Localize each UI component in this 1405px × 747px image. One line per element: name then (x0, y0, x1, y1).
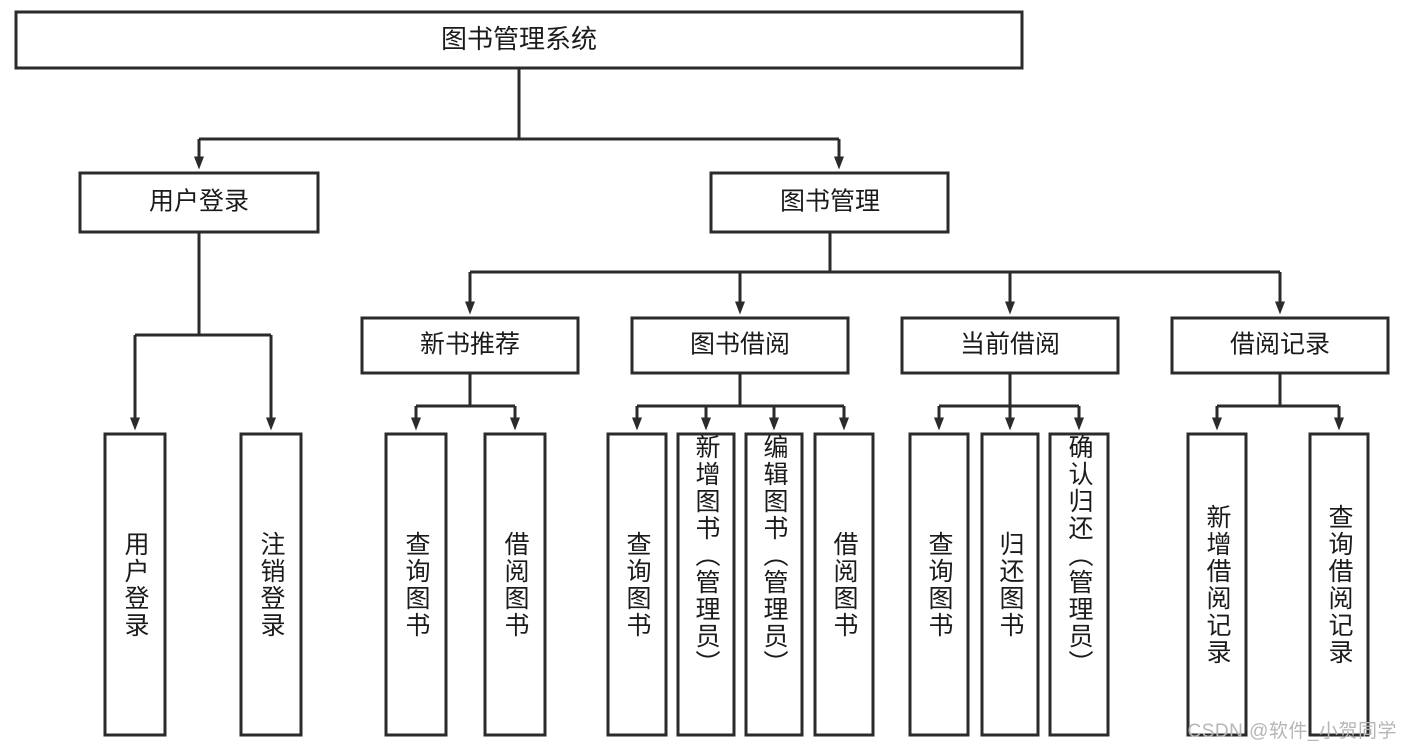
book-manage-box[interactable] (709, 171, 950, 234)
leaf-box-add-book[interactable] (676, 432, 736, 737)
current-borrow-label: 当前借阅 (960, 331, 1060, 359)
borrow-record-box[interactable] (1170, 316, 1390, 375)
node-book-manage[interactable]: 图书管理 (709, 171, 950, 234)
book-manage-label: 图书管理 (780, 188, 880, 216)
leaf-box-query-record[interactable] (1308, 432, 1370, 737)
leaf-box-query-book-2[interactable] (606, 432, 668, 737)
leaf-box-borrow-book-1[interactable] (483, 432, 547, 737)
root-label: 图书管理系统 (441, 24, 597, 54)
leaf-box-return-book[interactable] (980, 432, 1040, 737)
leaf-box-add-record[interactable] (1186, 432, 1248, 737)
node-user-login[interactable]: 用户登录 (78, 171, 320, 234)
user-login-label: 用户登录 (149, 188, 249, 216)
current-borrow-box[interactable] (900, 316, 1120, 375)
leaf-box-logout-login[interactable] (239, 432, 303, 737)
node-book-borrow[interactable]: 图书借阅 (630, 316, 850, 375)
book-borrow-label: 图书借阅 (690, 331, 790, 359)
leaf-box-confirm-return[interactable] (1048, 432, 1110, 737)
node-root[interactable]: 图书管理系统 (14, 10, 1024, 70)
csdn-watermark: CSDN @软件_小贺同学 (1187, 721, 1397, 742)
root-box[interactable] (14, 10, 1024, 70)
book-borrow-box[interactable] (630, 316, 850, 375)
leaf-box-borrow-book-2[interactable] (813, 432, 875, 737)
borrow-record-label: 借阅记录 (1230, 331, 1330, 359)
node-new-book-recommend[interactable]: 新书推荐 (360, 316, 580, 375)
connector-layer (130, 68, 1344, 431)
user-login-box[interactable] (78, 171, 320, 234)
node-current-borrow[interactable]: 当前借阅 (900, 316, 1120, 375)
node-borrow-record[interactable]: 借阅记录 (1170, 316, 1390, 375)
node-layer: 图书管理系统 用户登录 图书管理 新书推荐 图书借阅 当前借阅 (14, 10, 1390, 737)
new-book-recommend-box[interactable] (360, 316, 580, 375)
new-book-recommend-label: 新书推荐 (420, 331, 520, 359)
leaf-box-user-login[interactable] (103, 432, 167, 737)
leaf-box-query-book-3[interactable] (908, 432, 970, 737)
leaf-box-query-book-1[interactable] (384, 432, 448, 737)
leaf-node-layer (103, 432, 1370, 737)
leaf-box-edit-book[interactable] (744, 432, 804, 737)
